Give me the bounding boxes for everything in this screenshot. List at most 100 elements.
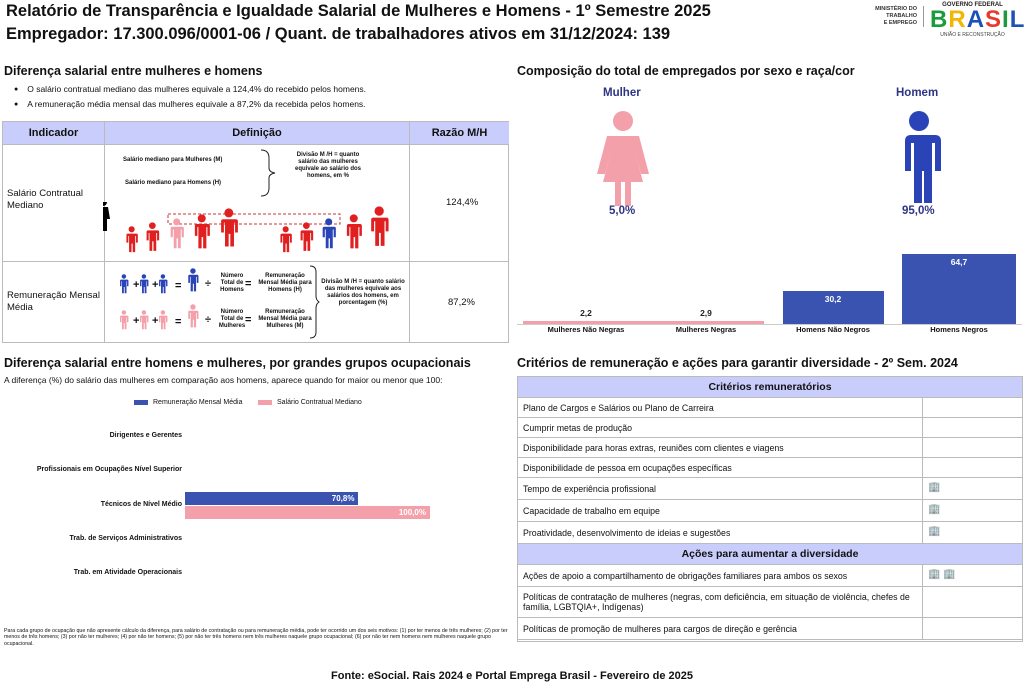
brace-icon-2 (309, 265, 320, 339)
legend-contract: Salário Contratual Mediano (258, 399, 362, 406)
government-logo: GOVERNO FEDERAL BRASIL UNIÃO E RECONSTRU… (930, 2, 1024, 38)
comp-bar-0 (523, 321, 649, 324)
comp-bar-label-3: Homens Negros (930, 325, 988, 334)
remuneration-item-6-divider (922, 522, 923, 543)
employer-id: Empregador: 17.300.096/0001-06 (6, 25, 261, 43)
remuneration-item-3-label: Disponibilidade de pessoa em ocupações e… (523, 462, 732, 473)
salary-diff-title: Diferença salarial entre mulheres e home… (4, 64, 263, 78)
diversity-item-1-label: Políticas de contratação de mulheres (ne… (523, 592, 910, 612)
ratio-contract: 124,4% (446, 197, 479, 208)
person-icon-median-9 (371, 206, 389, 246)
criteria-title: Critérios de remuneração e ações para ga… (517, 356, 958, 370)
bullet-remuneration: A remuneração média mensal das mulheres … (14, 99, 365, 109)
occ-bar-2-0: 70,8% (185, 492, 359, 505)
ratio-remuneration: 87,2% (448, 297, 475, 308)
occupations-footnote: Para cada grupo de ocupação que não apre… (4, 628, 508, 647)
operator-symbol-7: = (175, 316, 182, 328)
diversity-item-0-label: Ações de apoio a compartilhamento de obr… (523, 570, 848, 581)
comp-bar-value-2: 30,2 (824, 294, 842, 305)
source-note: Fonte: eSocial. Rais 2024 e Portal Empre… (331, 670, 693, 682)
person-icon-median-1 (146, 222, 160, 251)
person-icon-formula-7 (188, 304, 199, 328)
remuneration-item-1: Cumprir metas de produção (518, 418, 1022, 438)
legend-label-contract: Salário Contratual Mediano (277, 399, 362, 406)
operator-symbol-4: = (245, 278, 252, 290)
man-figure-icon (903, 111, 941, 203)
women-label: Mulher (603, 87, 641, 99)
criteria-header-diversity-label: Ações para aumentar a diversidade (681, 548, 859, 560)
person-icon-median-8 (346, 214, 362, 249)
occupations-title: Diferença salarial entre homens e mulher… (4, 356, 471, 370)
legend-swatch-blue (134, 400, 148, 405)
ministry-line-1: MINISTÉRIO DO (875, 6, 917, 12)
person-icon-median-6 (300, 222, 314, 251)
occ-label-0: Dirigentes e Gerentes (109, 432, 182, 439)
person-icon-median-4 (221, 208, 238, 247)
employer-line: Empregador: 17.300.096/0001-06 / Quant. … (6, 25, 670, 44)
person-icon-formula-4 (120, 310, 129, 330)
operator-symbol-8: ÷ (205, 314, 212, 326)
remuneration-item-6: Proatividade, desenvolvimento de ideias … (518, 522, 1022, 544)
def-men-median: Salário mediano para Homens (H) (125, 180, 222, 186)
bullet-contract: O salário contratual mediano das mulhere… (14, 84, 366, 94)
person-icon-median-2 (170, 218, 184, 249)
criteria-header-diversity: Ações para aumentar a diversidade (518, 544, 1022, 565)
report-title: Relatório de Transparência e Igualdade S… (6, 2, 711, 20)
legend-swatch-pink (258, 400, 272, 405)
comp-bar-value-1: 2,9 (700, 307, 712, 318)
diversity-item-2-label: Políticas de promoção de mulheres para c… (523, 623, 797, 634)
operator-symbol-3: ÷ (205, 278, 212, 290)
person-icon-formula-0 (120, 274, 129, 294)
occ-bar-2-1: 100,0% (185, 506, 430, 519)
woman-figure-icon (597, 111, 649, 206)
diversity-item-0-building-icon: 🏢 🏢 (928, 569, 956, 580)
remuneration-item-3-divider (922, 458, 923, 477)
remuneration-item-5: Capacidade de trabalho em equipe 🏢 (518, 500, 1022, 522)
def-note-contract: Divisão M /H = quanto salário das mulher… (294, 152, 362, 179)
remuneration-item-1-label: Cumprir metas de produção (523, 422, 633, 433)
comp-bar-label-1: Mulheres Negras (675, 325, 737, 334)
person-icon-formula-6 (159, 310, 168, 330)
person-icon-median-7 (322, 218, 336, 249)
men-label: Homem (896, 87, 939, 99)
remuneration-item-6-building-icon: 🏢 (928, 526, 941, 537)
person-icon-median-5 (280, 226, 292, 253)
remuneration-item-5-label: Capacidade de trabalho em equipe (523, 505, 660, 516)
th-definition: Definição (105, 122, 409, 144)
total-men: Número Total de Homens (220, 273, 244, 293)
legend-label-remuneration: Remuneração Mensal Média (153, 399, 243, 406)
operator-symbol-6: + (152, 315, 159, 327)
comp-bar-label-0: Mulheres Não Negras (547, 325, 625, 334)
ministry-line-3: E EMPREGO (883, 20, 917, 26)
comp-bar-value-0: 2,2 (580, 308, 592, 318)
remuneration-item-4-building-icon: 🏢 (928, 482, 941, 493)
operator-symbol-9: = (245, 314, 252, 326)
operator-symbol-1: + (152, 279, 159, 291)
diversity-item-1: Políticas de contratação de mulheres (ne… (518, 587, 1022, 618)
person-icon-median-3 (194, 214, 210, 249)
definition-table: Indicador Definição Razão M/H Salário Co… (2, 121, 509, 343)
remuneration-item-5-building-icon: 🏢 (928, 504, 941, 515)
remuneration-item-2-label: Disponibilidade para horas extras, reuni… (523, 442, 784, 453)
legend-remuneration: Remuneração Mensal Média (134, 399, 243, 406)
occ-label-2: Técnicos de Nível Médio (100, 501, 182, 508)
person-icon-median-0 (126, 226, 138, 253)
person-icon-formula-2 (159, 274, 168, 294)
operator-symbol-5: + (133, 315, 140, 327)
ministry-logo: MINISTÉRIO DO TRABALHO E EMPREGO (868, 6, 924, 27)
diversity-item-2-divider (922, 618, 923, 639)
diversity-item-0-divider (922, 565, 923, 586)
gov-tagline: UNIÃO E RECONSTRUÇÃO (940, 32, 1005, 38)
comp-bar-1 (648, 320, 764, 324)
diversity-item-0: Ações de apoio a compartilhamento de obr… (518, 565, 1022, 587)
occ-label-3: Trab. de Serviços Administrativos (69, 535, 182, 542)
indicator-remuneration: Remuneração Mensal Média (7, 290, 100, 313)
remuneration-item-4-divider (922, 478, 923, 499)
men-pct: 95,0% (902, 205, 935, 217)
th-ratio: Razão M/H (410, 122, 509, 144)
occupations-subtitle: A diferença (%) do salário das mulheres … (4, 375, 443, 385)
result-men: Remuneração Mensal Média para Homens (H) (258, 273, 312, 293)
remuneration-item-2-divider (922, 438, 923, 457)
th-indicator: Indicador (3, 122, 104, 144)
